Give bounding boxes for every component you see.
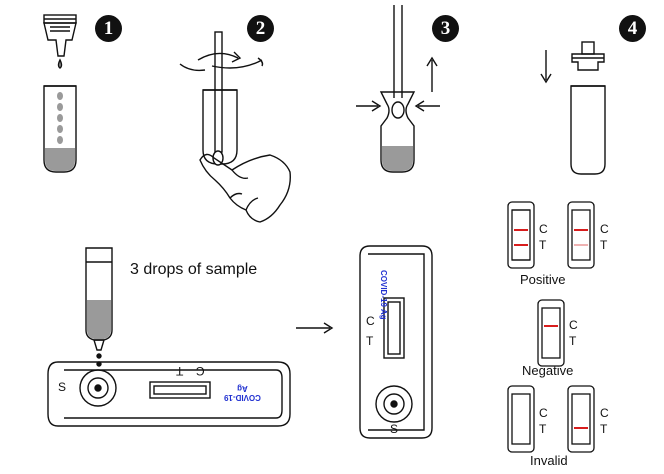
h-cassette-label-s: S xyxy=(58,380,67,394)
h-brand-line2: Ag xyxy=(237,384,248,393)
step-3-badge: 3 xyxy=(432,15,459,42)
h-cassette-brand: COVID-19 Ag xyxy=(224,384,261,402)
negative-label: Negative xyxy=(522,363,574,378)
pos-a-label-c: C xyxy=(539,222,548,236)
step-4-illustration xyxy=(540,41,606,175)
step-1-illustration xyxy=(43,14,77,173)
step-1-badge: 1 xyxy=(95,15,122,42)
result-invalid-strip-b xyxy=(567,385,595,453)
h-brand-line1: COVID-19 xyxy=(224,393,261,402)
h-cassette-label-c: C xyxy=(196,364,205,378)
horizontal-cassette xyxy=(47,361,291,427)
v-brand-line1: COVID-19 xyxy=(379,270,388,307)
sample-drops-caption: 3 drops of sample xyxy=(130,261,258,278)
v-cassette-label-t: T xyxy=(366,334,374,348)
positive-label: Positive xyxy=(520,272,566,287)
inv-a-label-c: C xyxy=(539,406,548,420)
inv-b-label-t: T xyxy=(600,422,608,436)
neg-label-t: T xyxy=(569,334,577,348)
v-cassette-brand: COVID-19 Ag xyxy=(379,270,388,320)
pos-a-label-t: T xyxy=(539,238,547,252)
vertical-cassette xyxy=(359,245,433,439)
step-4-badge: 4 xyxy=(619,15,646,42)
neg-label-c: C xyxy=(569,318,578,332)
result-positive-strip-a xyxy=(507,201,535,269)
result-invalid-strip-a xyxy=(507,385,535,453)
v-cassette-label-c: C xyxy=(366,314,375,328)
invalid-label: Invalid xyxy=(530,453,568,468)
h-cassette-label-t: T xyxy=(176,364,184,378)
v-brand-line2: Ag xyxy=(379,308,388,320)
result-positive-strip-b xyxy=(567,201,595,269)
pos-b-label-t: T xyxy=(600,238,608,252)
inv-b-label-c: C xyxy=(600,406,609,420)
step-2-illustration xyxy=(179,31,291,223)
direction-arrow xyxy=(296,322,334,334)
pos-b-label-c: C xyxy=(600,222,609,236)
v-cassette-label-s: S xyxy=(390,422,399,436)
result-negative-strip xyxy=(537,299,565,367)
inv-a-label-t: T xyxy=(539,422,547,436)
step-2-badge: 2 xyxy=(247,15,274,42)
sample-dropper-illustration xyxy=(85,247,113,367)
step-3-illustration xyxy=(356,5,440,173)
